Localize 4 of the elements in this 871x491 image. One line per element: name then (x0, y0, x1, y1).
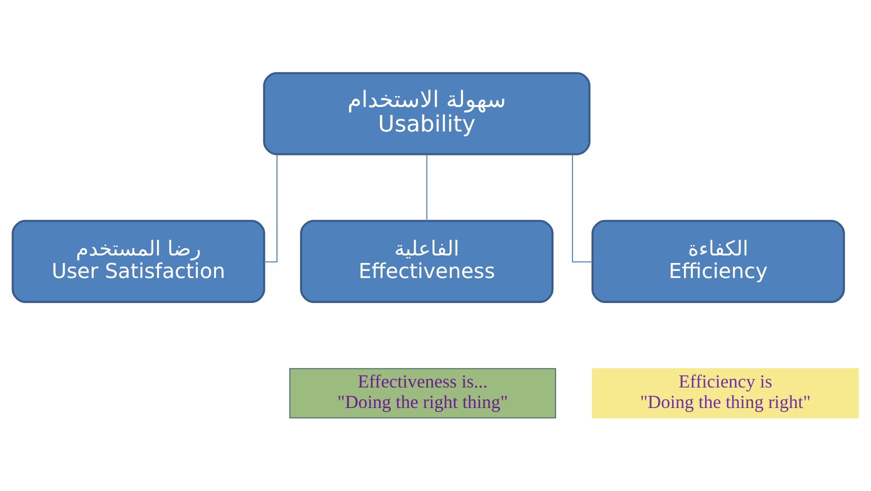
connector (426, 154, 428, 221)
node-box: Efficiency is "Doing the thing right" (592, 368, 859, 418)
node-box: Effectiveness is... "Doing the right thing" (289, 368, 556, 418)
connector (572, 154, 592, 262)
